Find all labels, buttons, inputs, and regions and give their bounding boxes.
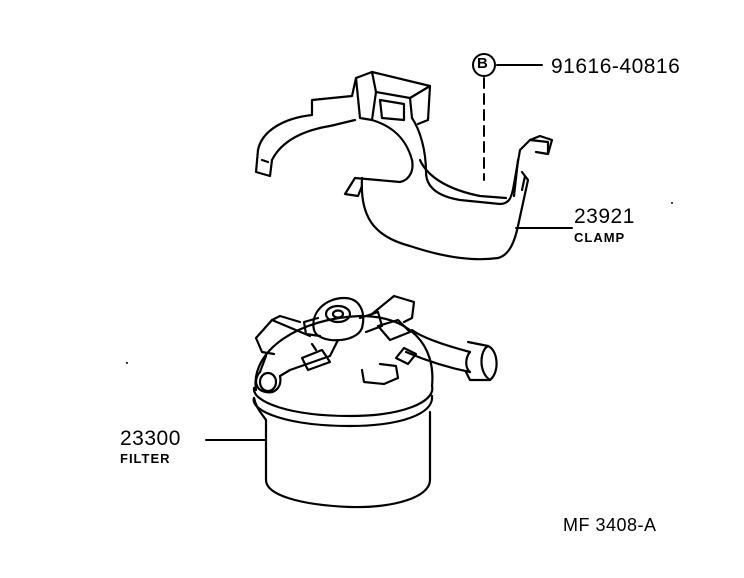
figure-reference-code: MF 3408-A	[563, 515, 657, 535]
filter-drawing	[252, 294, 498, 509]
filter-name-label: FILTER	[120, 451, 171, 466]
clamp-part-number: 23921	[574, 205, 635, 228]
filter-part-number: 23300	[120, 427, 181, 450]
clamp-name-label: CLAMP	[574, 230, 626, 245]
bolt-part-number: 91616-40816	[551, 55, 681, 78]
bolt-marker-circle	[472, 53, 496, 77]
bolt-marker-letter: B	[477, 55, 488, 72]
clamp-drawing	[254, 70, 554, 261]
bolt-callout	[472, 53, 543, 77]
